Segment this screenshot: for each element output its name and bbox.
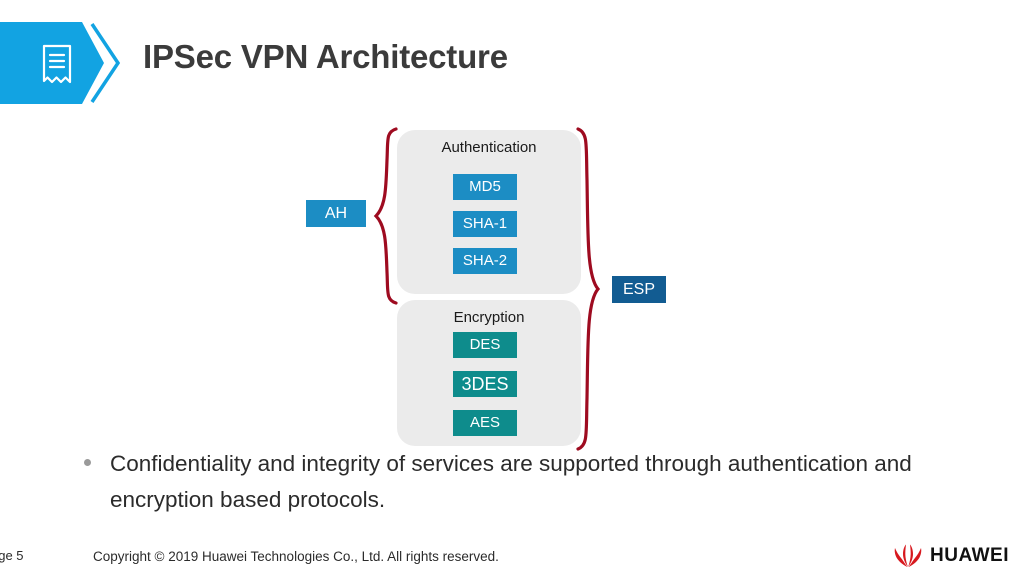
huawei-wordmark: HUAWEI [930,545,1009,566]
chevron-right-icon [90,23,121,103]
list-item: Confidentiality and integrity of service… [84,446,984,518]
brace-left-ah [373,127,398,305]
group-panel-authentication: Authentication MD5 SHA-1 SHA-2 [397,130,581,294]
huawei-flower-icon [894,544,922,567]
ipsec-architecture-diagram: Authentication MD5 SHA-1 SHA-2 Encryptio… [306,127,666,451]
bullet-text: Confidentiality and integrity of service… [110,451,912,512]
tag-badge-esp: ESP [612,276,666,303]
header-banner [0,22,135,104]
algorithm-box-3des: 3DES [453,371,517,397]
algorithm-box-sha-2: SHA-2 [453,248,517,274]
document-lines-icon [42,44,72,84]
huawei-logo: HUAWEI [893,543,1011,569]
group-panel-encryption: Encryption DES 3DES AES [397,300,581,446]
group-title-authentication: Authentication [441,139,537,156]
tag-badge-ah: AH [306,200,366,227]
algorithm-box-sha-1: SHA-1 [453,211,517,237]
footer-copyright: Copyright © 2019 Huawei Technologies Co.… [93,549,499,564]
bullet-dot-icon [84,459,91,466]
bullet-list: Confidentiality and integrity of service… [84,446,984,518]
footer-page-number: age 5 [0,548,24,563]
algorithm-box-aes: AES [453,410,517,436]
algorithm-box-md5: MD5 [453,174,517,200]
algorithm-box-des: DES [453,332,517,358]
page-title: IPSec VPN Architecture [143,38,508,75]
header-accent-block [0,22,104,104]
group-title-encryption: Encryption [453,309,525,326]
brace-right-esp [576,127,601,451]
